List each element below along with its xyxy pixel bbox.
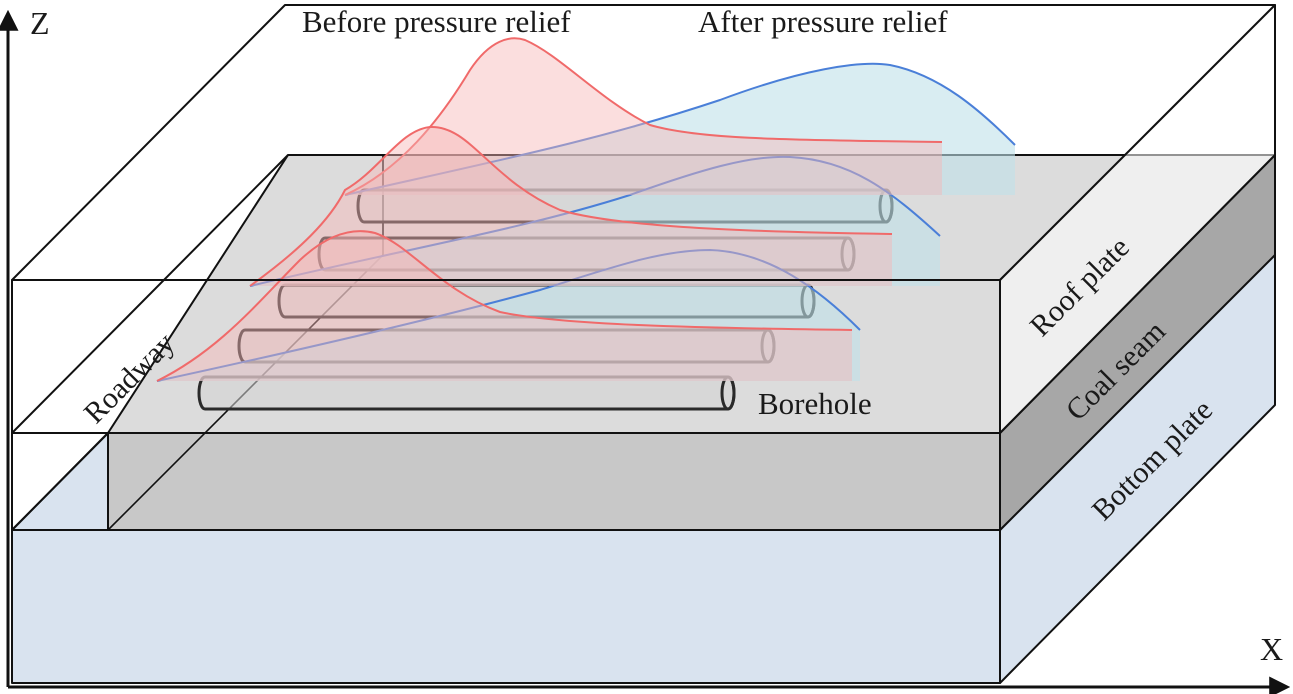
bottom-plate-block [11, 254, 1276, 684]
after-curve-2-fill [250, 156, 940, 286]
axes [0, 9, 1291, 694]
before-relief-curves [156, 37, 943, 382]
after-curve-1-fill [345, 63, 1015, 195]
before-curve-3-fill [157, 231, 852, 381]
before-curve-3 [156, 230, 853, 382]
before-relief-label: Before pressure relief [302, 4, 571, 39]
before-curve-1 [344, 37, 943, 196]
after-curve-1 [344, 62, 1016, 196]
after-curve-2 [249, 155, 941, 287]
after-curve-3 [156, 248, 861, 382]
before-curve-1-fill [345, 38, 942, 195]
before-curve-2-fill [250, 126, 892, 286]
after-curve-3-fill [157, 250, 860, 381]
after-relief-label: After pressure relief [698, 4, 948, 39]
bottom-plate-front [11, 529, 1001, 684]
axis-x-label: X [1260, 631, 1283, 667]
roof-plate-block [11, 4, 1276, 434]
axis-z-label: Z [30, 5, 50, 41]
after-relief-curves [156, 62, 1016, 382]
before-curve-2 [249, 125, 893, 287]
coal-seam-front [107, 432, 1001, 531]
borehole-5 [197, 375, 736, 411]
roof-plate-side [999, 4, 1276, 434]
borehole-label: Borehole [758, 386, 872, 421]
